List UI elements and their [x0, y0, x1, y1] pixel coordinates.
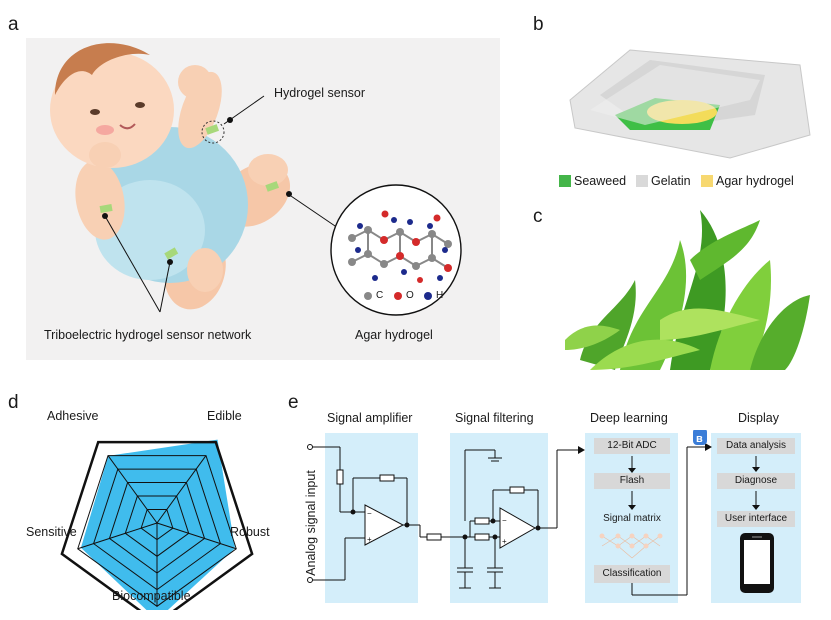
legend-gelatin: Gelatin [651, 174, 691, 188]
radar-spoke [107, 455, 158, 524]
step-adc: 12-Bit ADC [594, 438, 670, 454]
step-diagnose: Diagnose [717, 473, 795, 489]
deep-learning-arrows [599, 456, 663, 559]
panel-label-b: b [533, 14, 544, 35]
radar-axis-robust: Robust [230, 525, 270, 539]
panel-label-c: c [533, 206, 543, 227]
svg-text:−: − [502, 516, 507, 525]
panel-label-d: d [8, 392, 19, 413]
stage-signal-filtering: Signal filtering [455, 411, 534, 425]
legend-agar-hydrogel: Agar hydrogel [716, 174, 794, 188]
radar-fill-area [80, 439, 235, 610]
step-data-analysis: Data analysis [717, 438, 795, 454]
smartphone-icon [740, 533, 774, 593]
radar-spoke [156, 455, 207, 524]
neural-network-icon [601, 535, 661, 559]
panel-label-e: e [288, 392, 299, 413]
radar-outer-pentagon [60, 440, 254, 610]
radar-grid-ring [124, 495, 190, 557]
step-signal-matrix: Signal matrix [603, 513, 661, 524]
sensor-network-label: Triboelectric hydrogel sensor network [44, 328, 252, 342]
panel-label-a: a [8, 14, 19, 35]
legend-seaweed: Seaweed [574, 174, 627, 188]
panel-b-legend-swatches [559, 175, 713, 187]
step-classification: Classification [594, 565, 670, 583]
svg-text:−: − [367, 509, 372, 518]
stage-signal-amplifier: Signal amplifier [327, 411, 413, 425]
radar-axis-edible: Edible [207, 409, 242, 423]
step-user-interface: User interface [717, 511, 795, 527]
legend-carbon-label: C [376, 290, 384, 301]
radar-grid-ring [93, 468, 221, 591]
legend-oxygen-label: O [406, 290, 414, 301]
agar-hydrogel-label: Agar hydrogel [355, 328, 433, 342]
radar-grid-ring [77, 455, 237, 607]
stage-display: Display [738, 411, 779, 425]
circuit-diagram: − + − + ʙ [307, 430, 712, 596]
svg-text:+: + [502, 537, 507, 546]
radar-axis-adhesive: Adhesive [47, 409, 99, 423]
legend-hydrogen-label: H [436, 290, 444, 301]
radar-spoke [77, 522, 158, 550]
sensor-package-illustration [569, 49, 811, 159]
seaweed-photo [565, 210, 810, 370]
svg-text:+: + [367, 535, 372, 544]
radar-chart [60, 439, 254, 610]
radar-grid-ring [108, 482, 206, 574]
radar-spoke [156, 522, 237, 550]
radar-grid-ring [140, 509, 174, 541]
radar-axis-biocompatible: Biocompatible [112, 589, 191, 603]
radar-web [77, 455, 237, 607]
svg-text:ʙ: ʙ [696, 433, 703, 445]
display-arrows-and-phone [740, 456, 774, 593]
stage-deep-learning: Deep learning [590, 411, 668, 425]
radar-axis-sensitive: Sensitive [26, 525, 77, 539]
step-flash: Flash [594, 473, 670, 489]
baby-illustration [50, 43, 462, 316]
hydrogel-sensor-label: Hydrogel sensor [274, 86, 366, 100]
